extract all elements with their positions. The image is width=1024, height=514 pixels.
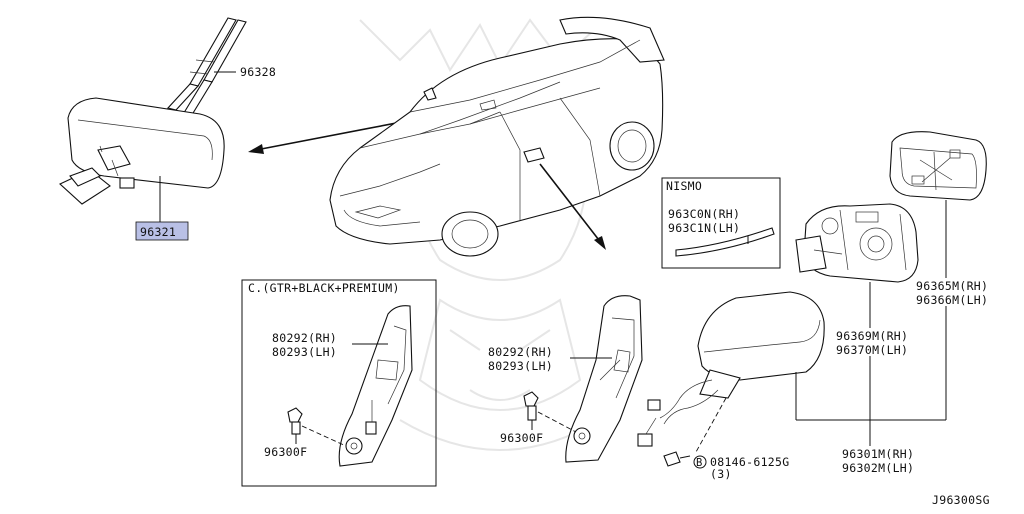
label-963C0N: 963C0N(RH) <box>668 207 740 221</box>
label-96328: 96328 <box>240 65 276 79</box>
label-96370M: 96370M(LH) <box>836 343 908 357</box>
bolt-letter: B <box>696 457 702 469</box>
clip-96300F-main[interactable] <box>523 391 539 421</box>
car-illustration <box>329 16 665 257</box>
nismo-box <box>661 177 781 269</box>
label-80293-main: 80293(LH) <box>488 359 553 373</box>
label-bolt-qty: (3) <box>710 467 732 481</box>
inset-box <box>241 279 437 487</box>
clip-96300F-inset[interactable] <box>287 407 303 435</box>
bolt-circle-b <box>693 455 707 469</box>
mirror-glass-96365M[interactable] <box>889 131 987 201</box>
label-96365M: 96365M(RH) <box>916 279 988 293</box>
nismo-header: NISMO <box>666 179 702 193</box>
label-963C1N: 963C1N(LH) <box>668 221 740 235</box>
dashed-clip-line-inset <box>301 425 347 447</box>
label-96369M: 96369M(RH) <box>836 329 908 343</box>
finisher-80292-main[interactable] <box>565 295 643 463</box>
dashed-bolt-line-main <box>695 397 727 453</box>
finisher-80292-inset[interactable] <box>338 305 413 467</box>
label-96301M: 96301M(RH) <box>842 447 914 461</box>
label-80292-main: 80292(RH) <box>488 345 553 359</box>
label-96366M: 96366M(LH) <box>916 293 988 307</box>
dashed-clip-line-main <box>537 411 577 433</box>
inset-header: C.(GTR+BLACK+PREMIUM) <box>248 281 400 295</box>
door-mirror-assembly-96301M[interactable] <box>637 291 825 447</box>
label-96300F-main: 96300F <box>500 431 543 445</box>
inside-mirror-96321[interactable] <box>59 97 225 205</box>
label-96321[interactable]: 96321 <box>140 225 176 239</box>
bolt-08146-6125G[interactable] <box>663 451 691 467</box>
arrow-to-door-mirror <box>539 163 606 250</box>
diagram-ref-code: J96300SG <box>932 493 990 507</box>
label-96302M: 96302M(LH) <box>842 461 914 475</box>
highlight-96321 <box>135 221 189 241</box>
label-96300F-inset: 96300F <box>264 445 307 459</box>
label-80292-inset: 80292(RH) <box>272 331 337 345</box>
nismo-trim-strip[interactable] <box>675 227 775 257</box>
label-bolt-code: 08146-6125G <box>710 455 789 469</box>
mirror-actuator-96369M[interactable] <box>795 203 919 283</box>
label-80293-inset: 80293(LH) <box>272 345 337 359</box>
